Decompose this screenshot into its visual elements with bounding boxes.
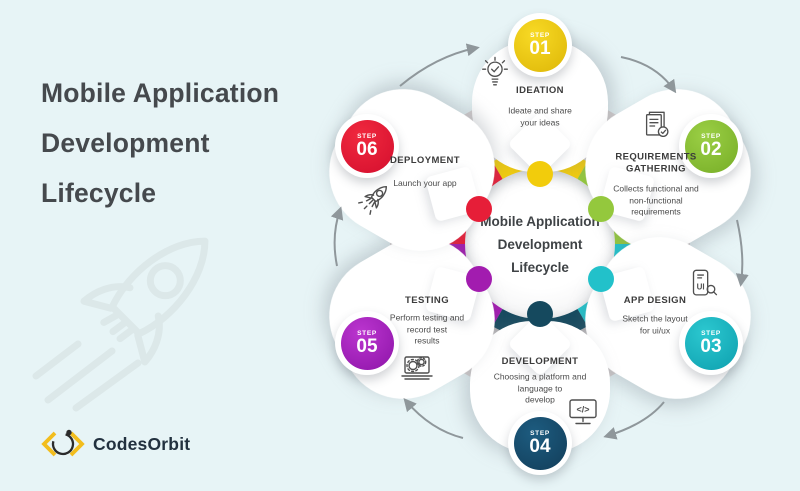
step-title-requirements: REQUIREMENTS GATHERING (615, 151, 697, 175)
step-number: 05 (356, 335, 378, 357)
phone-ui-icon: UI (685, 267, 719, 301)
ring-bump-requirements (588, 196, 614, 222)
page-title-line: Development (41, 128, 210, 158)
step-word: STEP (530, 31, 550, 39)
ring-bump-development (527, 301, 553, 327)
step-title-development: DEVELOPMENT (501, 355, 579, 367)
page-title-line: Mobile Application (41, 78, 280, 108)
step-number: 02 (700, 138, 722, 160)
flow-arrow-6-to-1 (399, 43, 480, 87)
svg-text:UI: UI (697, 283, 705, 292)
flow-arrow-1-to-2 (620, 56, 677, 94)
step-desc-requirements: Collects functional and non-functional r… (613, 183, 699, 217)
step-desc-app-design: Sketch the layout for ui/ux (622, 313, 688, 335)
svg-text:</>: </> (576, 405, 589, 415)
step-word: STEP (701, 329, 721, 337)
logo-text: CodesOrbit (93, 433, 191, 454)
rocket-icon (355, 178, 395, 218)
ring-bump-app-design (588, 266, 614, 292)
flow-arrow-2-to-3 (735, 219, 749, 287)
flow-arrow-3-to-4 (603, 401, 665, 440)
lightbulb-check-icon (478, 56, 512, 90)
step-word: STEP (530, 429, 550, 437)
rocket-watermark-icon (32, 237, 209, 412)
step-word: STEP (357, 329, 377, 337)
step-number: 01 (529, 37, 551, 59)
document-check-icon (640, 109, 674, 143)
step-word: STEP (701, 132, 721, 140)
ring-bump-deployment (466, 196, 492, 222)
step-number: 06 (356, 138, 378, 160)
page-title-line: Lifecycle (41, 178, 157, 208)
step-desc-testing: Perform testing and record test results (389, 312, 465, 346)
flow-arrow-4-to-5 (403, 398, 464, 439)
step-desc-ideation: Ideate and share your ideas (508, 105, 572, 127)
step-number: 04 (529, 435, 551, 457)
center-title-line: Mobile Application (480, 213, 600, 229)
logo: CodesOrbit (40, 428, 190, 460)
step-number: 03 (700, 335, 722, 357)
step-title-ideation: IDEATION (516, 84, 564, 96)
step-title-app-design: APP DESIGN (623, 294, 687, 306)
flow-arrow-5-to-6 (330, 206, 344, 267)
logo-mark-icon (41, 429, 85, 457)
step-word: STEP (357, 132, 377, 140)
center-title-line: Lifecycle (511, 259, 569, 275)
ring-bump-ideation (527, 161, 553, 187)
center-title-line: Development (497, 236, 583, 252)
step-title-deployment: DEPLOYMENT (390, 154, 460, 166)
laptop-gear-icon (398, 349, 436, 387)
page-title: Mobile Application Development Lifecycle (41, 68, 279, 218)
ring-bump-testing (466, 266, 492, 292)
step-desc-development: Choosing a platform and language to deve… (493, 371, 587, 405)
step-title-testing: TESTING (405, 294, 449, 306)
monitor-code-icon: </> (565, 393, 601, 429)
step-desc-deployment: Launch your app (393, 178, 457, 189)
